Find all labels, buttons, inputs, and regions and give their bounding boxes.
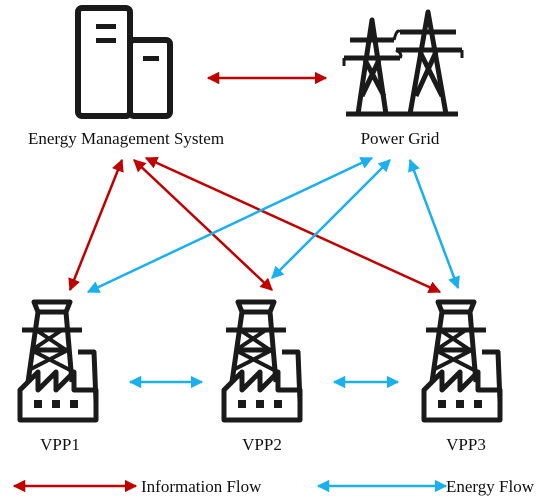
vpp1-label: VPP1 <box>40 435 80 454</box>
edge-grid-vpp1 <box>86 156 374 294</box>
edge-ems-vpp1 <box>68 158 124 292</box>
grid-label: Power Grid <box>361 129 440 148</box>
legend: Information Flow Energy Flow <box>12 477 535 496</box>
transmission-tower-icon <box>342 9 464 117</box>
vpp3-label: VPP3 <box>446 435 486 454</box>
ems-label: Energy Management System <box>28 129 224 148</box>
edge-ems-vpp3 <box>144 156 442 294</box>
power-plant-icon <box>424 302 500 420</box>
edge-grid-vpp3 <box>408 158 460 290</box>
power-plant-icon <box>224 302 300 420</box>
edge-ems-vpp2 <box>133 159 273 291</box>
vpp2-label: VPP2 <box>242 435 282 454</box>
legend-energy-label: Energy Flow <box>446 477 535 496</box>
power-plant-icon <box>20 302 96 420</box>
server-icon <box>75 5 173 119</box>
legend-information-label: Information Flow <box>141 477 262 496</box>
edge-grid-vpp2 <box>271 159 391 279</box>
